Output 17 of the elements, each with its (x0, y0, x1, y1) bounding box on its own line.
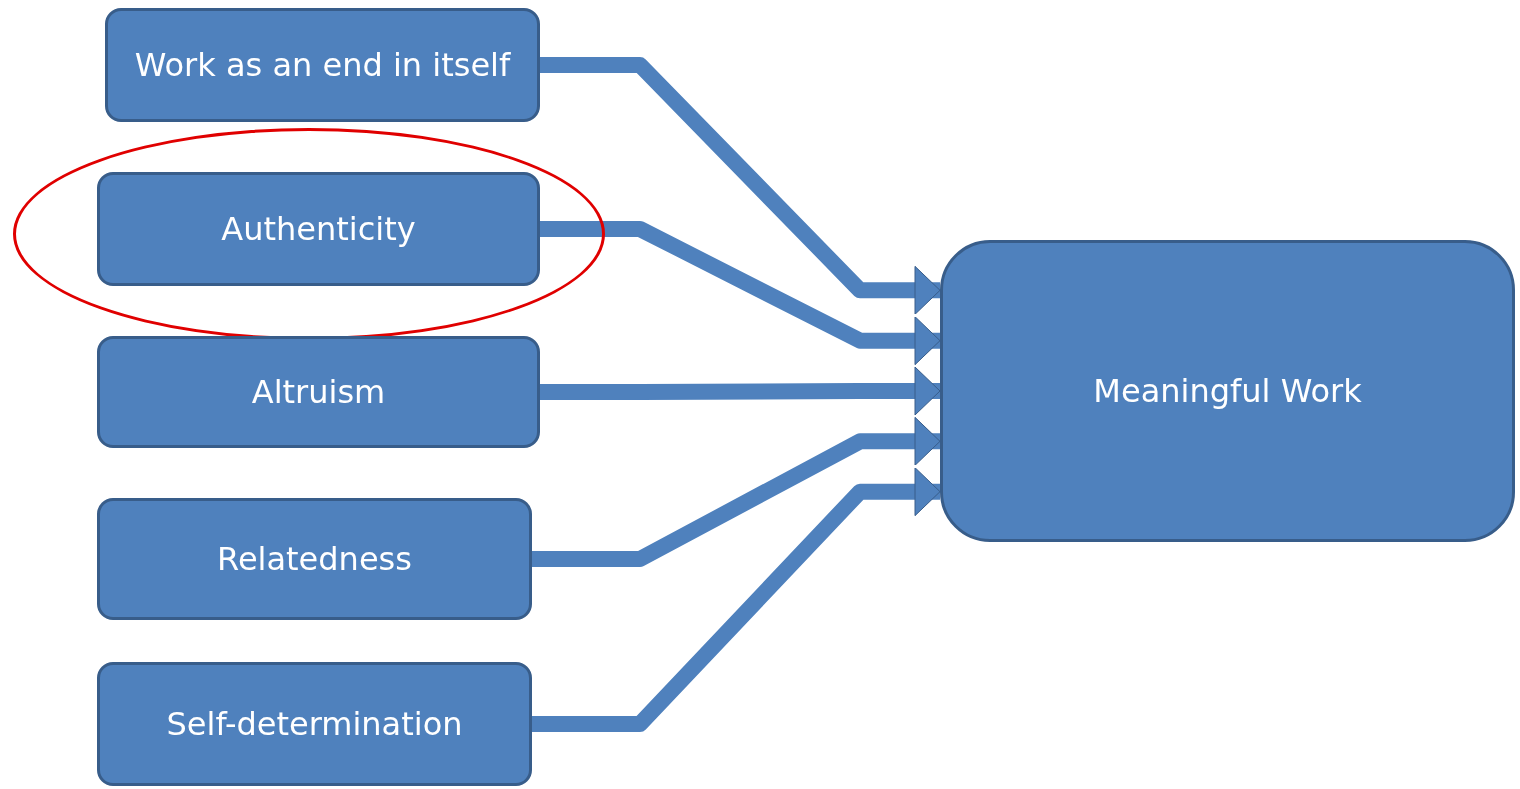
block-arrow (540, 221, 941, 366)
block-arrow (540, 57, 941, 315)
concept-box (97, 336, 540, 448)
block-arrow (540, 366, 941, 416)
concept-box (97, 498, 532, 620)
block-arrow (532, 467, 941, 732)
box-label: Relatedness (217, 540, 412, 578)
box-label: Altruism (251, 373, 386, 411)
concept-box (105, 8, 540, 122)
box-label: Meaningful Work (1093, 372, 1362, 410)
concept-box (97, 662, 532, 786)
concept-box (97, 172, 540, 286)
box-label: Authenticity (221, 210, 416, 248)
box-label: Self-determination (166, 705, 463, 743)
block-arrow (532, 416, 941, 567)
concept-box (940, 240, 1515, 542)
box-label: Work as an end in itself (134, 46, 511, 84)
